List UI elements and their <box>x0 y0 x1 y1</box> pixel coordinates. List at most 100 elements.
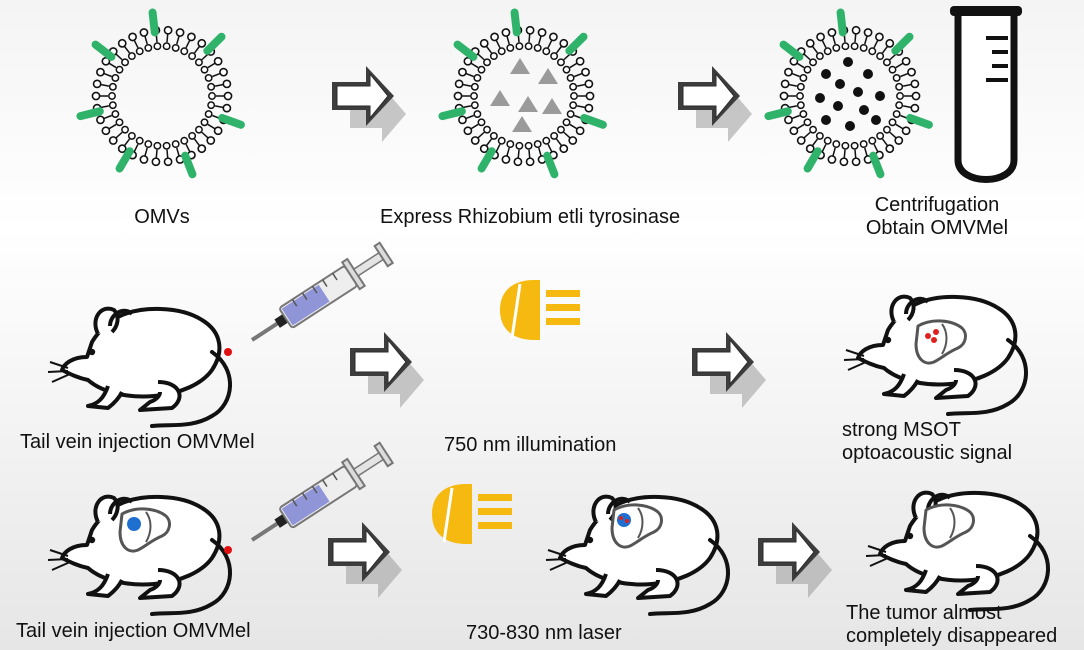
lipid-tail <box>185 39 191 48</box>
lipid-head <box>789 126 799 136</box>
lipid-tail <box>791 72 800 78</box>
lipid-head <box>816 32 825 42</box>
lipid-head <box>219 67 228 77</box>
lipid-head <box>550 52 559 61</box>
lipid-head <box>557 125 565 134</box>
tyrosinase-triangles <box>490 58 562 132</box>
lipid-head <box>200 118 209 127</box>
lipid-head <box>805 144 815 154</box>
label-obtain: Obtain OMVMel <box>865 217 1009 239</box>
lipid-head <box>575 56 585 66</box>
lipid-head <box>135 47 144 56</box>
lipid-head <box>875 32 884 42</box>
lipid-head <box>895 82 904 91</box>
lipid-head <box>101 126 111 136</box>
lipid-head <box>901 56 911 66</box>
lipid-head <box>892 73 901 82</box>
lipid-head <box>805 38 815 48</box>
membrane-protein <box>453 40 478 61</box>
lipid-head <box>139 28 149 37</box>
lipid-tail <box>485 45 493 54</box>
lipid-tail <box>538 35 542 45</box>
membrane-protein <box>148 8 159 37</box>
lipid-head <box>115 65 124 74</box>
lipid-head <box>501 155 511 164</box>
lipid-tail <box>832 147 836 157</box>
lipid-head <box>584 79 594 89</box>
lipid-tail <box>576 105 586 109</box>
lipid-tail <box>477 131 485 139</box>
tumor-icon-2 <box>617 513 631 527</box>
lipid-head <box>570 92 578 100</box>
lipid-head <box>101 56 111 66</box>
lipid-tail <box>103 114 112 120</box>
lipid-tail <box>547 144 553 153</box>
lipid-tail <box>166 33 169 43</box>
lipid-tail <box>207 123 216 130</box>
lipid-head <box>542 47 551 56</box>
vesicle-omvmel <box>764 8 933 179</box>
lipid-tail <box>100 105 110 109</box>
lipid-tail <box>470 123 479 130</box>
lipid-head <box>506 43 515 52</box>
lipid-tail <box>538 147 542 157</box>
lipid-tail <box>144 147 148 157</box>
lipid-tail <box>528 33 531 43</box>
melanin-dots <box>815 57 885 131</box>
lipid-tail <box>506 35 510 45</box>
lipid-head <box>473 73 482 82</box>
lipid-head <box>784 67 793 77</box>
arrow-5 <box>327 521 403 599</box>
lipid-head <box>477 65 486 74</box>
optoacoustic-signal-dots <box>925 329 939 343</box>
lipid-head <box>581 67 590 77</box>
lipid-tail <box>193 45 201 54</box>
lipid-head <box>223 91 233 101</box>
lipid-head <box>497 47 506 56</box>
lipid-head <box>803 118 812 127</box>
lipid-head <box>525 157 535 167</box>
lipid-tail <box>821 144 827 153</box>
vesicle-omvs <box>76 8 245 179</box>
lipid-head <box>533 140 542 149</box>
lipid-tail <box>193 138 201 147</box>
label-express: Express Rhizobium etli tyrosinase <box>380 206 681 228</box>
lipid-tail <box>176 147 180 157</box>
membrane-protein <box>764 107 792 121</box>
lipid-head <box>180 136 189 145</box>
lipid-head <box>533 43 542 52</box>
lipid-head <box>815 131 824 140</box>
lipid-head <box>188 52 197 61</box>
lipid-head <box>222 103 232 113</box>
lipid-head <box>197 144 207 154</box>
lipid-head <box>163 25 173 35</box>
lipid-head <box>127 131 136 140</box>
lipid-head <box>883 125 891 134</box>
lipid-head <box>470 92 478 100</box>
lipid-head <box>896 92 904 100</box>
lipid-tail <box>569 123 578 130</box>
lipid-head <box>195 58 203 67</box>
lipid-head <box>204 110 213 119</box>
lipid-head <box>827 28 837 37</box>
lipid-head <box>479 144 489 154</box>
membrane-protein <box>181 151 197 179</box>
lipid-head <box>832 43 841 52</box>
lipid-head <box>868 136 877 145</box>
lipid-head <box>213 56 223 66</box>
lipid-head <box>569 101 578 110</box>
lipid-head <box>204 73 213 82</box>
arrow-6 <box>757 521 833 599</box>
lipid-tail <box>207 62 216 69</box>
lipid-head <box>489 52 498 61</box>
lipid-tail <box>108 62 117 69</box>
lipid-head <box>803 65 812 74</box>
lipid-head <box>121 58 129 67</box>
membrane-protein <box>543 151 559 179</box>
lipid-head <box>559 144 569 154</box>
lipid-tail <box>166 149 169 159</box>
lipid-tail <box>133 39 139 48</box>
lipid-tail <box>115 131 123 139</box>
lipid-head <box>489 131 498 140</box>
lipid-head <box>222 79 232 89</box>
